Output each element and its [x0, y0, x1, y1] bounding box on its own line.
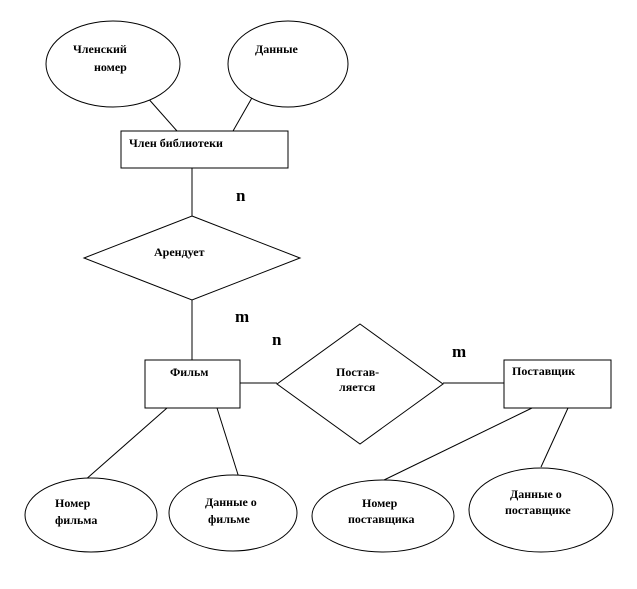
entity-supplier: Поставщик — [503, 359, 612, 409]
entity-label: Член библиотеки — [129, 136, 223, 150]
connector-film-number — [83, 407, 168, 482]
connector-member-data — [232, 95, 254, 132]
attribute-label-line2: фильма — [55, 513, 97, 527]
attribute-label: Данные — [255, 42, 298, 56]
entity-library-member: Член библиотеки — [120, 130, 289, 169]
attribute-member-data: Данные — [227, 20, 349, 108]
connector-supplier-data — [540, 407, 569, 468]
attribute-supplier-number: Номер поставщика — [311, 479, 455, 553]
attribute-label-line2: фильме — [208, 512, 250, 526]
attribute-label-line2: поставщике — [505, 503, 571, 517]
attribute-label-line1: Данные о — [205, 495, 257, 509]
attribute-ellipse — [168, 474, 298, 552]
attribute-label-line1: Номер — [362, 496, 398, 510]
connector-supplier-number — [383, 407, 533, 481]
cardinality-rents-film: m — [235, 307, 249, 326]
attribute-film-data: Данные о фильме — [168, 474, 298, 552]
attribute-film-number: Номер фильма — [24, 477, 158, 553]
entity-film: Фильм — [144, 359, 241, 409]
attribute-label-line1: Членский — [73, 42, 127, 56]
attribute-label-line1: Данные о — [510, 487, 562, 501]
attribute-ellipse — [24, 477, 158, 553]
relationship-label: Арендует — [154, 245, 205, 259]
cardinality-member-rents: n — [236, 186, 246, 205]
attribute-supplier-data: Данные о поставщике — [468, 467, 614, 553]
attribute-ellipse — [468, 467, 614, 553]
connector-film-data — [216, 407, 241, 482]
relationship-diamond — [82, 215, 302, 301]
cardinality-film-supplied: n — [272, 330, 282, 349]
connector-member-number — [145, 95, 178, 132]
entity-box — [120, 130, 289, 169]
entity-box — [503, 359, 612, 409]
attribute-ellipse — [227, 20, 349, 108]
entity-label: Поставщик — [512, 364, 575, 378]
relationship-label-line1: Постав- — [336, 365, 379, 379]
relationship-supplied: Постав- ляется — [276, 323, 444, 445]
cardinality-supplied-supplier: m — [452, 342, 466, 361]
attribute-member-number: Членский номер — [45, 20, 181, 108]
attribute-label-line2: поставщика — [348, 512, 415, 526]
attribute-label-line1: Номер — [55, 496, 91, 510]
entity-label: Фильм — [170, 365, 208, 379]
relationship-label-line2: ляется — [339, 380, 376, 394]
attribute-ellipse — [311, 479, 455, 553]
relationship-rents: Арендует — [82, 215, 302, 301]
attribute-label-line2: номер — [94, 60, 127, 74]
relationship-diamond — [276, 323, 444, 445]
attribute-ellipse — [45, 20, 181, 108]
entity-box — [144, 359, 241, 409]
